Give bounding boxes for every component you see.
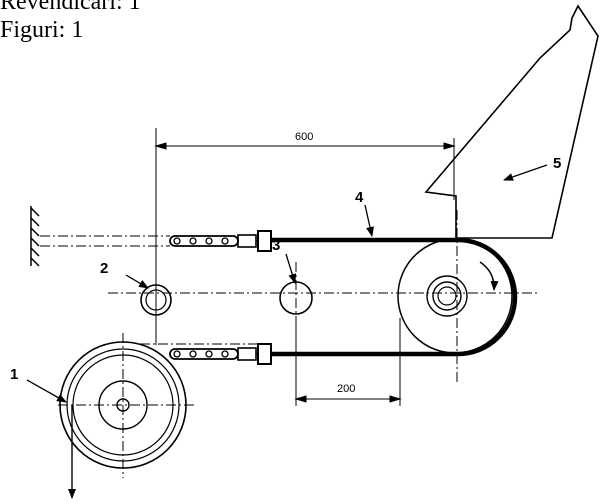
rotation-arrow xyxy=(479,261,499,291)
dimension-600-label: 600 xyxy=(295,131,313,143)
dimension-200 xyxy=(294,318,402,406)
dimension-600 xyxy=(154,128,456,345)
lower-chain xyxy=(169,343,272,365)
callout-label-1: 1 xyxy=(10,366,18,383)
claims-count-line: Revendicări: 1 xyxy=(0,0,141,15)
dimension-200-label: 200 xyxy=(337,383,355,395)
callout-label-3: 3 xyxy=(272,237,280,254)
upper-chain xyxy=(169,230,272,252)
large-pulley xyxy=(397,238,513,354)
callout-label-5: 5 xyxy=(553,155,561,172)
callout-leaders xyxy=(26,164,548,403)
figures-count-line: Figuri: 1 xyxy=(0,17,84,43)
belt xyxy=(272,237,518,357)
drum-1 xyxy=(59,341,187,469)
callout-label-4: 4 xyxy=(355,189,364,206)
roller-2 xyxy=(140,284,172,316)
hopper-housing xyxy=(424,4,599,239)
centerlines xyxy=(40,210,540,478)
document-header: Revendicări: 1 Figuri: 1 xyxy=(0,0,220,44)
wall-anchor xyxy=(30,206,40,267)
callout-label-2: 2 xyxy=(100,260,108,277)
